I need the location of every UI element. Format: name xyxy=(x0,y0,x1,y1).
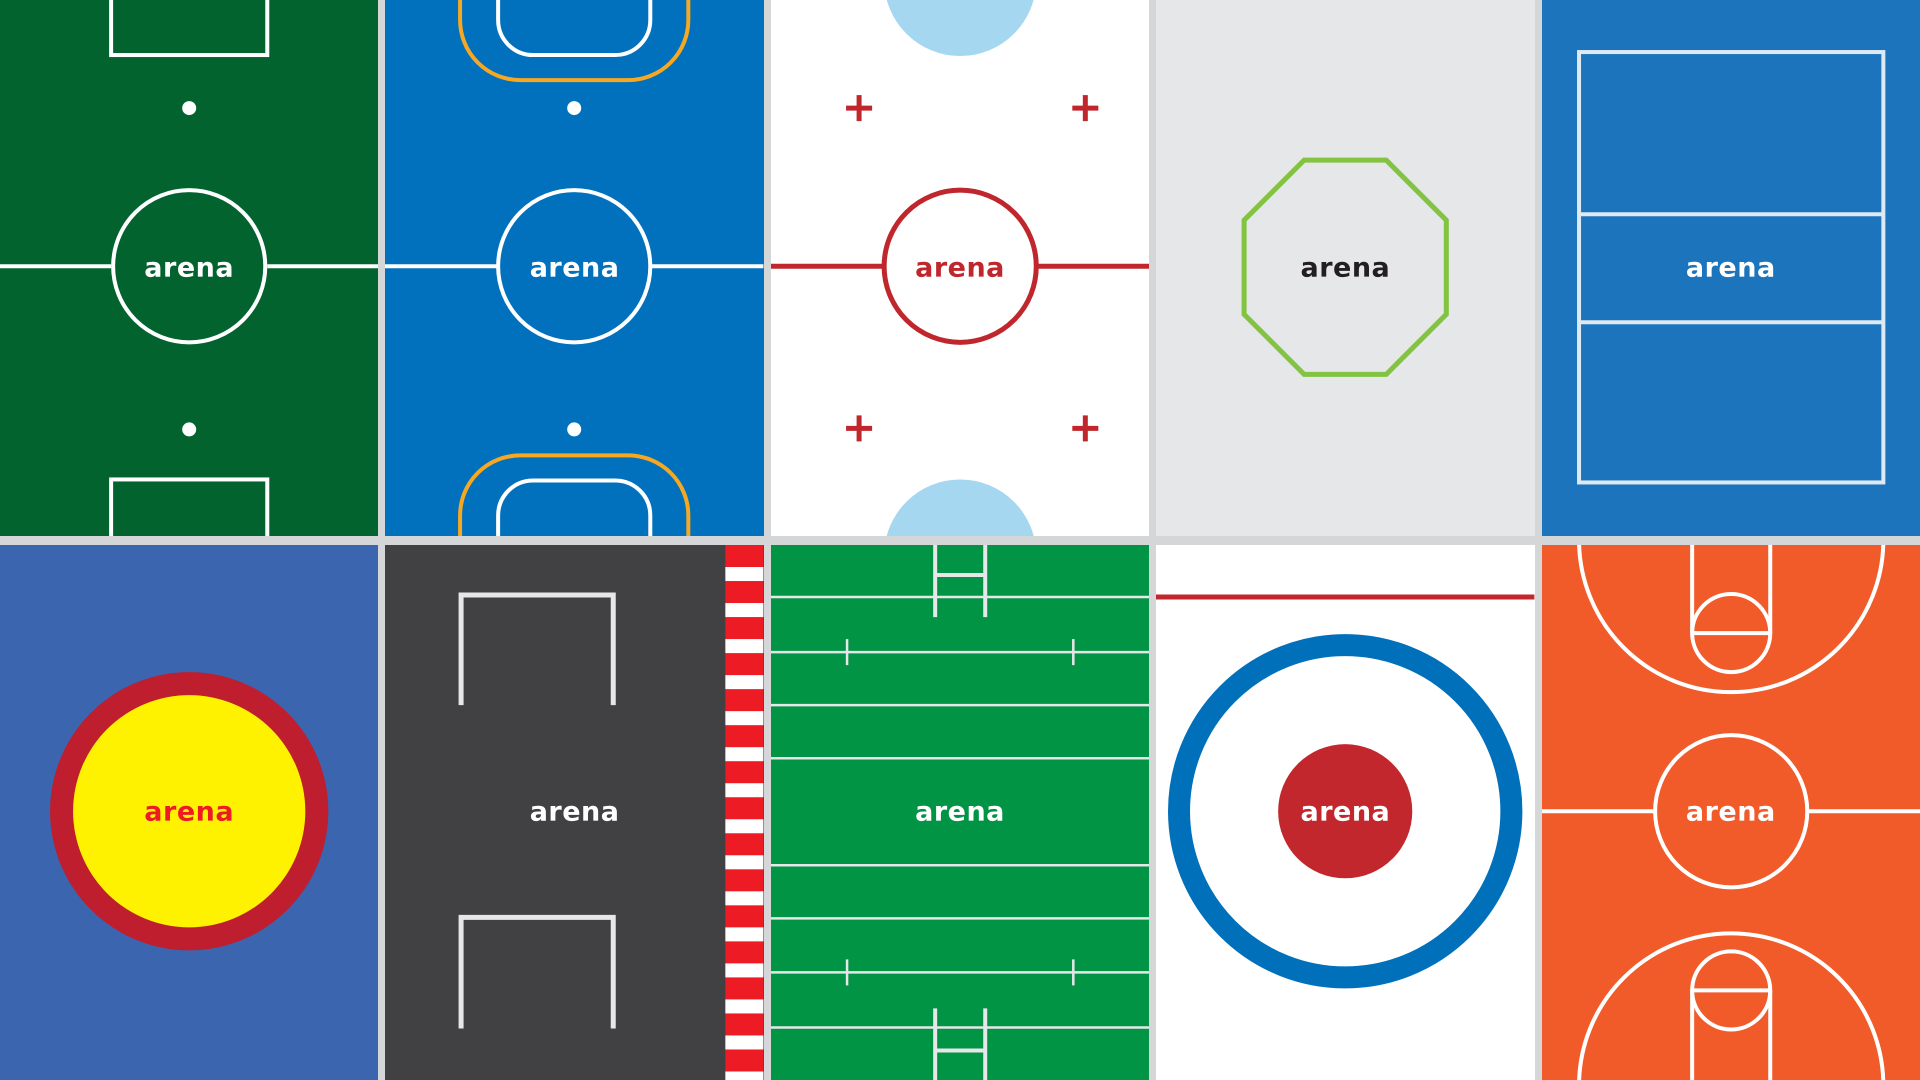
soccer-field-lines xyxy=(0,0,379,536)
sumo-ring xyxy=(50,671,329,950)
panel-futsal: arena xyxy=(385,0,764,536)
arena-label: arena xyxy=(144,252,235,284)
basketball-court-lines xyxy=(1541,544,1920,1080)
panel-curling: arena xyxy=(1156,544,1535,1080)
panel-rugby: arena xyxy=(770,544,1150,1080)
panel-octagon: arena xyxy=(1156,0,1535,536)
rugby-pitch-lines xyxy=(770,544,1150,1080)
octagon-ring xyxy=(1241,157,1450,377)
panel-volleyball: arena xyxy=(1541,0,1920,536)
panel-hockey: arena xyxy=(770,0,1150,536)
arena-label: arena xyxy=(1300,796,1391,828)
arena-label: arena xyxy=(1300,252,1391,284)
arena-label: arena xyxy=(144,796,235,828)
panel-track: arena xyxy=(385,544,764,1080)
arena-label: arena xyxy=(1685,796,1776,828)
hockey-rink-lines xyxy=(770,0,1150,536)
futsal-court-lines xyxy=(385,0,764,536)
curling-house xyxy=(1156,594,1535,988)
arena-label: arena xyxy=(1685,252,1776,284)
volleyball-court-lines xyxy=(1576,50,1885,485)
arena-label: arena xyxy=(529,252,620,284)
arena-label: arena xyxy=(915,796,1005,828)
track-field-lines xyxy=(458,544,764,1080)
panel-soccer: arena xyxy=(0,0,379,536)
panel-basketball: arena xyxy=(1541,544,1920,1080)
arena-label: arena xyxy=(529,796,620,828)
arena-label: arena xyxy=(915,252,1005,284)
panel-sumo: arena xyxy=(0,544,379,1080)
